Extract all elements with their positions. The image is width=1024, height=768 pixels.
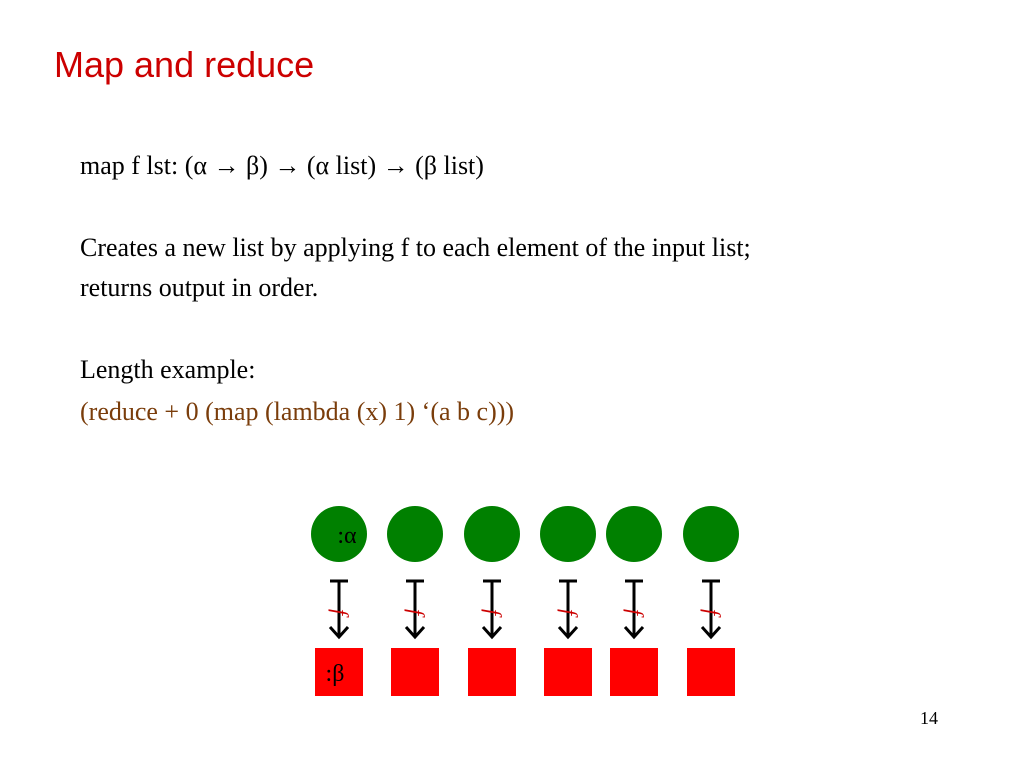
page-number: 14 xyxy=(920,708,938,728)
input-type-label: :α xyxy=(337,523,357,549)
arrow-head xyxy=(557,625,579,640)
map-signature: map f lst: (α → β) → (α list) → (β list) xyxy=(80,151,484,180)
example-code: (reduce + 0 (map (lambda (x) 1) ‘(a b c)… xyxy=(80,397,515,426)
output-element-square xyxy=(687,648,735,696)
output-element-square xyxy=(468,648,516,696)
arrow-head xyxy=(481,625,503,640)
description-line-2: returns output in order. xyxy=(80,273,319,302)
function-f-label: f xyxy=(700,609,725,618)
input-element-circle xyxy=(387,506,443,562)
function-f-label: f xyxy=(328,609,353,618)
output-element-square xyxy=(610,648,658,696)
input-element-circle xyxy=(683,506,739,562)
arrow-head xyxy=(700,625,722,640)
output-element-square xyxy=(391,648,439,696)
output-element-square xyxy=(544,648,592,696)
arrow-head xyxy=(404,625,426,640)
output-type-label: :β xyxy=(326,661,345,687)
input-element-circle xyxy=(311,506,367,562)
arrow-head xyxy=(623,625,645,640)
input-element-circle xyxy=(540,506,596,562)
slide-title: Map and reduce xyxy=(54,44,315,85)
input-element-circle xyxy=(464,506,520,562)
function-f-label: f xyxy=(623,609,648,618)
output-element-square xyxy=(315,648,363,696)
description-line-1: Creates a new list by applying f to each… xyxy=(80,233,751,262)
example-heading: Length example: xyxy=(80,355,256,384)
arrow-head xyxy=(328,625,350,640)
function-f-label: f xyxy=(481,609,506,618)
input-element-circle xyxy=(606,506,662,562)
function-f-label: f xyxy=(557,609,582,618)
function-f-label: f xyxy=(404,609,429,618)
